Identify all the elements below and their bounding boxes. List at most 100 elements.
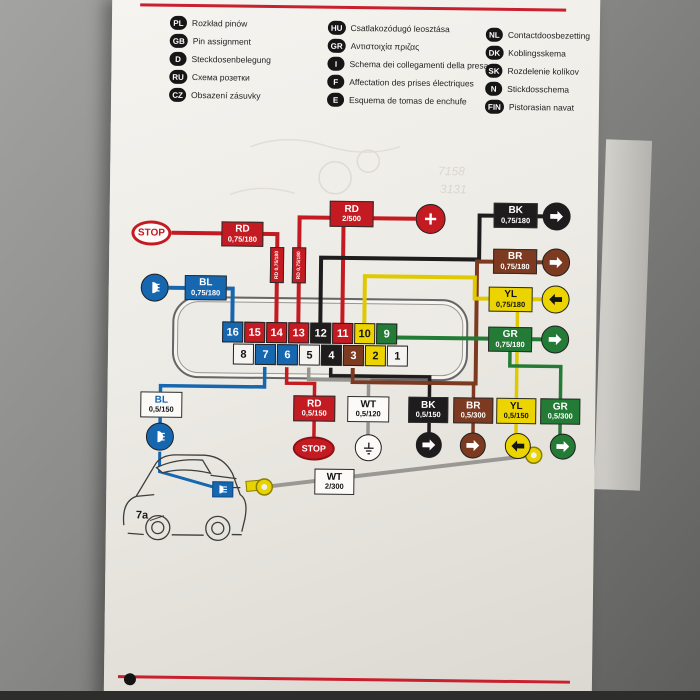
lang-badge: F [327,74,345,89]
wire-label-br-top: BR 0,75/180 [492,248,538,275]
pin-8: 8 [232,343,255,365]
ghost-number: 3131 [440,182,467,196]
wire-size: 0,75/180 [227,234,257,244]
ghost-imprints: 7158 3131 [229,138,467,196]
arrow-right-icon [550,210,564,223]
legend-text: Contactdoosbezetting [507,29,591,41]
legend-text: Affectation des prises électriques [349,76,474,89]
pin-12: 12 [310,322,332,344]
car-reference-label: 7a [135,509,149,522]
endpoint-yellow-bottom [504,432,531,460]
legend-text: Pin assignment [192,36,251,47]
wire-size: 0,5/300 [460,410,486,420]
wire-red-stop-to-pin14 [171,230,280,326]
ground-strap-wire [264,453,534,489]
lang-badge: E [326,92,345,107]
arrow-right-icon [556,440,570,453]
wire-size: 0,5/150 [415,410,441,420]
wire-size: 0,75/180 [500,261,530,271]
car-foglight-marker [212,481,234,498]
foglight-endpoint-bottom [145,422,175,451]
ghost-number: 7158 [438,164,465,178]
endpoint-brown-bottom [459,432,486,459]
lang-badge: PL [169,15,188,30]
wire-size: 0,75/180 [495,339,525,349]
wire-label-rd-plus: RD 2/500 [329,200,374,228]
lang-badge: FIN [484,99,504,114]
lang-badge: HU [327,20,346,35]
legend-text: Steckdosenbelegung [191,54,271,65]
wire-size: 0,5/150 [301,408,327,419]
ground-endpoint [354,434,382,462]
legend-text: Rozdelenie kolíkov [507,65,579,77]
stop-light-label-top: STOP [131,220,172,246]
ring-terminal-right-hole [530,452,537,459]
legend-text: Obsazení zásuvky [191,90,261,101]
pin-6: 6 [276,344,299,366]
legend-column-1: PL Rozkład pinów GB Pin assignment D Ste… [169,15,272,107]
wire-size: 0,5/150 [503,411,529,421]
wire-label-wt-ground: WT 2/300 [314,468,355,496]
lang-badge: CZ [169,87,187,102]
wire-size: 2/500 [342,214,362,224]
arrow-right-icon [549,256,563,269]
lang-badge: N [485,81,503,96]
pin-1: 1 [386,345,409,367]
wire-blue-foglight-into-car [157,451,215,489]
pin-9: 9 [376,323,398,345]
stop-light-label-bottom: STOP [292,436,335,461]
legend-item: HU Csatlakozódugó leosztása [327,20,489,37]
endpoint-brown [541,248,571,277]
legend-column-3: NL Contactdoosbezetting DK Koblingsskema… [484,27,591,119]
endpoint-green-bottom [549,433,576,460]
fog-light-icon [219,485,227,494]
wire-size: 0,5/150 [148,404,174,415]
legend-item: DK Koblingsskema [485,45,590,61]
pin-14: 14 [266,321,288,344]
wire-red-plus-to-pin13 [296,215,416,326]
instruction-page: PL Rozkład pinów GB Pin assignment D Ste… [103,0,601,700]
legend-item: F Affectation des prises électriques [327,74,488,91]
fog-light-icon [152,281,160,294]
page-marker-dot [123,673,137,686]
lang-badge: SK [485,63,503,78]
wire-red-pin11-branch [340,217,346,326]
wire-label-wt-bottom: WT 0,5/120 [347,395,390,423]
pin-13: 13 [288,322,310,344]
wire-label-gr-top: GR 0,75/180 [487,326,533,353]
lang-badge: GB [169,33,188,48]
fog-light-icon [157,431,165,443]
ground-symbol-icon [363,442,374,454]
pin-2: 2 [364,345,387,367]
arrow-right-icon [422,439,436,451]
wire-size: 0,75/180 [191,287,221,298]
wire-label-rd-bottom: RD 0,5/150 [293,395,336,422]
lang-badge: RU [169,69,187,84]
wire-label-yl-top: YL 0,75/180 [488,286,533,313]
legend-item: PL Rozkład pinów [169,15,272,31]
wire-size: 0,5/300 [547,411,573,422]
pin-7: 7 [254,343,277,366]
legend-text: Esquema de tomas de enchufe [348,94,467,107]
car-rear-sketch [122,454,247,542]
endpoint-black-bottom [415,431,442,459]
ring-terminal-left-hole [261,483,268,490]
arrow-left-icon [511,440,525,452]
wire-label-rd-small-1: RD 0,75/180 [269,246,285,284]
pin-11: 11 [332,322,354,345]
legend-text: Stickdosschema [507,83,570,95]
legend-item: I Schema dei collegamenti della presa [327,56,488,73]
arrow-left-icon [549,293,563,306]
wire-label-gr-bottom: GR 0,5/300 [540,398,581,425]
wire-size: 0,5/120 [355,409,381,419]
wire-size: 0,75/180 [500,215,531,225]
legend-item: SK Rozdelenie kolíkov [485,63,589,79]
wire-label-yl-bottom: YL 0,5/150 [496,397,537,425]
wire-label-bk-top: BK 0,75/180 [493,202,538,229]
legend-item: GR Αντιστοιχία πριζας [327,38,489,55]
photo-bottom-edge [0,691,700,700]
wire-label-rd-stop: RD 0,75/180 [221,221,264,247]
endpoint-black [542,202,571,231]
pin-15: 15 [244,321,266,343]
